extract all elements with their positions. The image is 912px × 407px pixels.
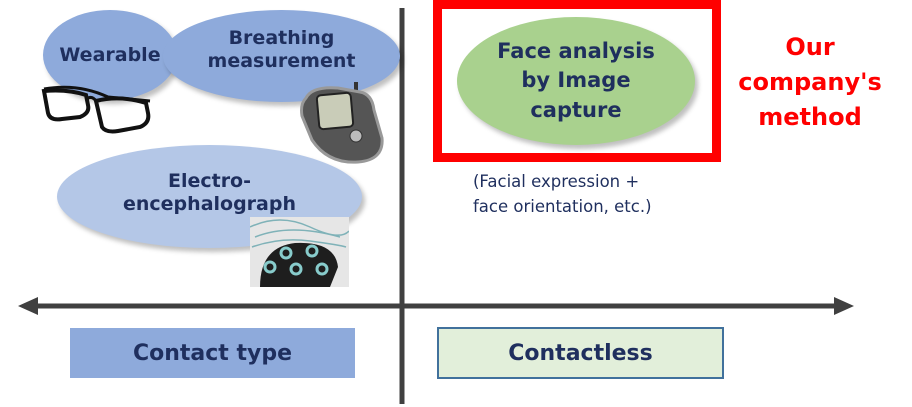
contactless-label: Contactless <box>437 327 724 379</box>
contact-type-text: Contact type <box>132 340 293 366</box>
wearable-ellipse: Wearable <box>43 10 177 100</box>
breathing-ellipse: Breathing measurement <box>163 10 400 102</box>
our-method-label: Our company's method <box>738 33 882 131</box>
contactless-text: Contactless <box>508 340 653 366</box>
highlight-box <box>433 0 721 162</box>
eeg-label: Electro- encephalograph <box>123 169 296 215</box>
face-analysis-note: (Facial expression + face orientation, e… <box>473 172 652 216</box>
face-analysis-ellipse: Face analysis by Image capture <box>457 17 695 145</box>
arrow-left-icon <box>18 297 38 315</box>
breathing-label: Breathing measurement <box>207 27 356 72</box>
glasses-icon <box>41 85 151 134</box>
wearable-label: Wearable <box>59 43 161 66</box>
arrow-right-icon <box>834 297 854 315</box>
breathalyzer-icon <box>300 82 384 164</box>
contact-type-label: Contact type <box>70 328 355 378</box>
face-analysis-label: Face analysis by Image capture <box>497 38 655 122</box>
eeg-cap-icon <box>250 217 349 287</box>
